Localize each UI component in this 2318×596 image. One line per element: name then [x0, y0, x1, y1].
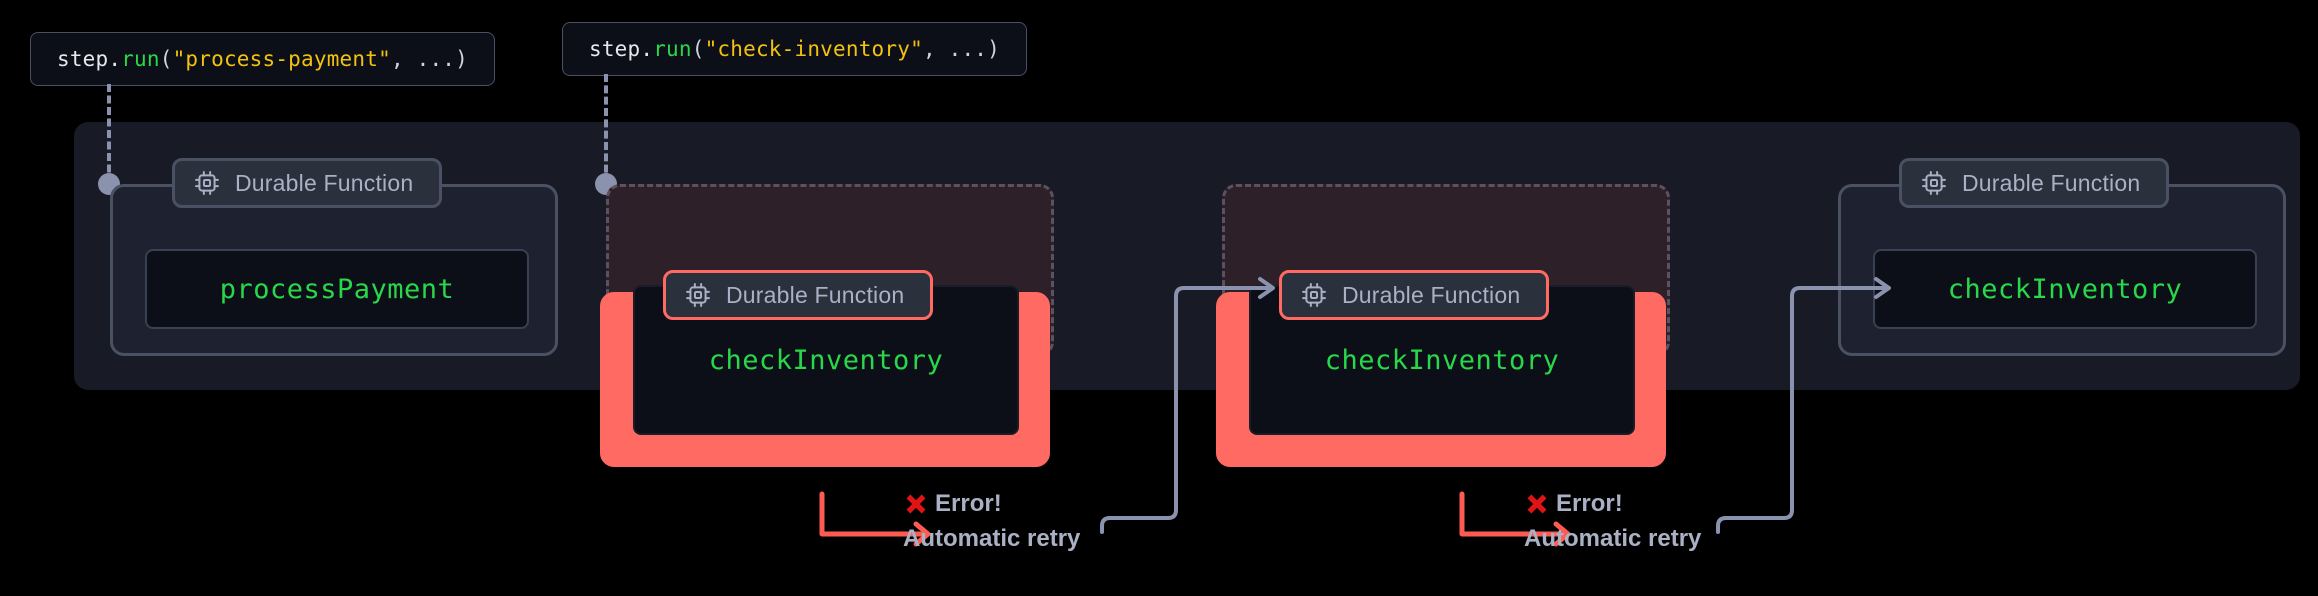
durable-function-pill-1[interactable]: Durable Function: [172, 158, 443, 208]
function-name: processPayment: [219, 273, 455, 305]
error-heading: Error!: [903, 490, 1080, 518]
flow-arrow-1: [1100, 277, 1275, 534]
error-text: Error!: [935, 490, 1002, 517]
function-name: checkInventory: [1324, 344, 1560, 376]
pill-label: Durable Function: [1342, 281, 1521, 308]
code-token: "check-inventory": [704, 37, 923, 61]
connector-dashed-1: [107, 84, 111, 184]
retry-text: Automatic retry: [903, 525, 1081, 552]
cpu-chip-icon: [684, 281, 712, 309]
connector-dashed-2: [604, 74, 608, 184]
pill-label: Durable Function: [235, 169, 414, 196]
function-name: checkInventory: [708, 344, 944, 376]
durable-function-pill-4[interactable]: Durable Function: [1899, 158, 2170, 208]
durable-function-pill-2[interactable]: Durable Function: [663, 270, 934, 320]
code-token: , ...): [390, 47, 468, 71]
code-token: , ...): [922, 37, 1000, 61]
x-mark-icon: [903, 491, 929, 517]
function-body-process-payment: processPayment: [145, 249, 529, 329]
pill-label: Durable Function: [726, 281, 905, 308]
code-token: run: [121, 47, 160, 71]
code-label-process-payment[interactable]: step.run("process-payment", ...): [30, 32, 495, 86]
code-token: (: [691, 37, 705, 61]
x-mark-icon: [1524, 491, 1550, 517]
durable-function-pill-3[interactable]: Durable Function: [1279, 270, 1550, 320]
cpu-chip-icon: [1300, 281, 1328, 309]
code-token: run: [653, 37, 692, 61]
error-annotation-1: Error! Automatic retry: [903, 490, 1080, 553]
cpu-chip-icon: [193, 169, 221, 197]
step-card-process-payment[interactable]: processPayment: [110, 184, 558, 356]
retry-arrow-2: [1459, 491, 1571, 547]
code-token: "process-payment": [172, 47, 391, 71]
error-text: Error!: [1556, 490, 1623, 517]
function-body-check-inventory: checkInventory: [1873, 249, 2257, 329]
function-name: checkInventory: [1947, 273, 2183, 305]
retry-arrow-1: [819, 491, 931, 547]
code-token: step.: [589, 37, 654, 61]
flow-arrow-2: [1716, 277, 1891, 534]
code-label-check-inventory[interactable]: step.run("check-inventory", ...): [562, 22, 1027, 76]
error-heading: Error!: [1524, 490, 1701, 518]
pill-label: Durable Function: [1962, 169, 2141, 196]
cpu-chip-icon: [1920, 169, 1948, 197]
code-token: (: [159, 47, 173, 71]
code-token: step.: [57, 47, 122, 71]
error-annotation-2: Error! Automatic retry: [1524, 490, 1701, 553]
retry-text: Automatic retry: [1524, 525, 1702, 552]
